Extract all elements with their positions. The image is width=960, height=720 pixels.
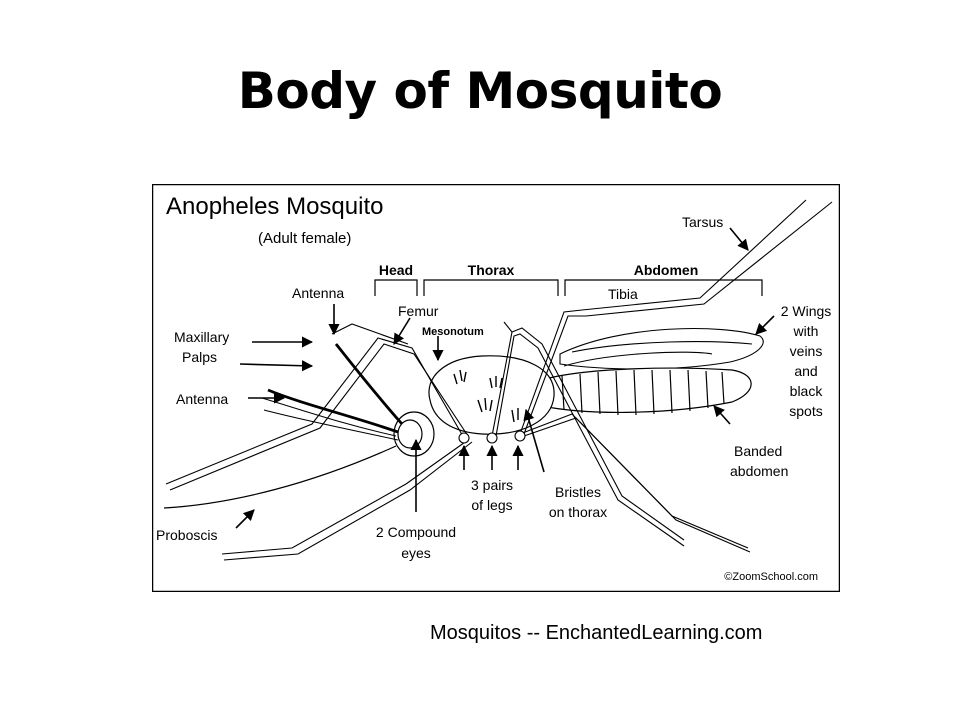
wings [559, 327, 764, 370]
thorax-bracket [423, 279, 559, 296]
wings-label-5: black [790, 383, 824, 399]
mosquito-diagram-svg: Anopheles Mosquito (Adult female) Head T… [151, 183, 841, 593]
wings-label-6: spots [789, 403, 822, 419]
thorax-body [428, 355, 555, 435]
tarsus-label: Tarsus [682, 214, 723, 230]
antenna-top-line [334, 343, 404, 425]
antenna-left-label: Antenna [176, 391, 228, 407]
head [393, 411, 435, 457]
abdomen-bracket [564, 279, 763, 296]
head-section-label: Head [379, 262, 413, 278]
leg-joint-1 [458, 432, 470, 444]
proboscis-label: Proboscis [156, 527, 217, 543]
label-arrows [235, 227, 775, 529]
thorax-bristles [453, 369, 519, 423]
thorax [428, 355, 555, 435]
front-lower-leg [221, 439, 469, 555]
maxillary-arrow-2 [239, 360, 314, 372]
proboscis-line [163, 445, 397, 509]
head-bracket [374, 279, 418, 296]
wings-label-4: and [794, 363, 817, 379]
slide-title: Body of Mosquito [237, 62, 723, 120]
wings-arrow [755, 315, 775, 335]
leg-joint-2 [486, 432, 498, 444]
legs [165, 199, 833, 561]
maxillary-label-1: Maxillary [174, 329, 229, 345]
diagram-title: Anopheles Mosquito [166, 193, 383, 220]
proboscis-arrow [235, 509, 255, 529]
wings-label-1: 2 Wings [781, 303, 832, 319]
maxillary-label-2: Palps [182, 349, 217, 365]
abdomen [541, 367, 752, 416]
tarsus-arrow [729, 227, 749, 251]
middle-leg [491, 327, 685, 541]
antenna-top-label: Antenna [292, 285, 344, 301]
bristles-label-1: Bristles [555, 484, 601, 500]
banded-label-1: Banded [734, 443, 782, 459]
thorax-section-label: Thorax [468, 262, 515, 278]
hind-leg [519, 199, 807, 435]
femur-label: Femur [398, 303, 439, 319]
diagram-subtitle: (Adult female) [258, 230, 351, 247]
wing-upper [559, 327, 764, 370]
legs-label-1: 3 pairs [471, 477, 513, 493]
slide-caption: Mosquitos -- EnchantedLearning.com [430, 622, 763, 644]
abdomen-body [541, 367, 752, 414]
bristles-label-2: on thorax [549, 504, 607, 520]
wings-label-3: veins [790, 343, 823, 359]
bristles-arrow [523, 408, 545, 473]
banded-label-2: abdomen [730, 463, 788, 479]
section-brackets [374, 279, 763, 296]
mesonotum-label: Mesonotum [422, 326, 484, 338]
tibia-label: Tibia [608, 286, 638, 302]
legs-label-2: of legs [471, 497, 512, 513]
abdomen-section-label: Abdomen [634, 262, 699, 278]
wings-label-2: with [793, 323, 819, 339]
leg-joint-3 [514, 430, 526, 442]
mosquito-diagram: Anopheles Mosquito (Adult female) Head T… [151, 183, 841, 593]
eyes-label-1: 2 Compound [376, 524, 456, 540]
banded-arrow [713, 405, 731, 425]
eyes-label-2: eyes [401, 545, 431, 561]
credit-label: ©ZoomSchool.com [724, 571, 818, 583]
femur-arrow [393, 317, 411, 345]
palp-line-2 [263, 409, 399, 441]
